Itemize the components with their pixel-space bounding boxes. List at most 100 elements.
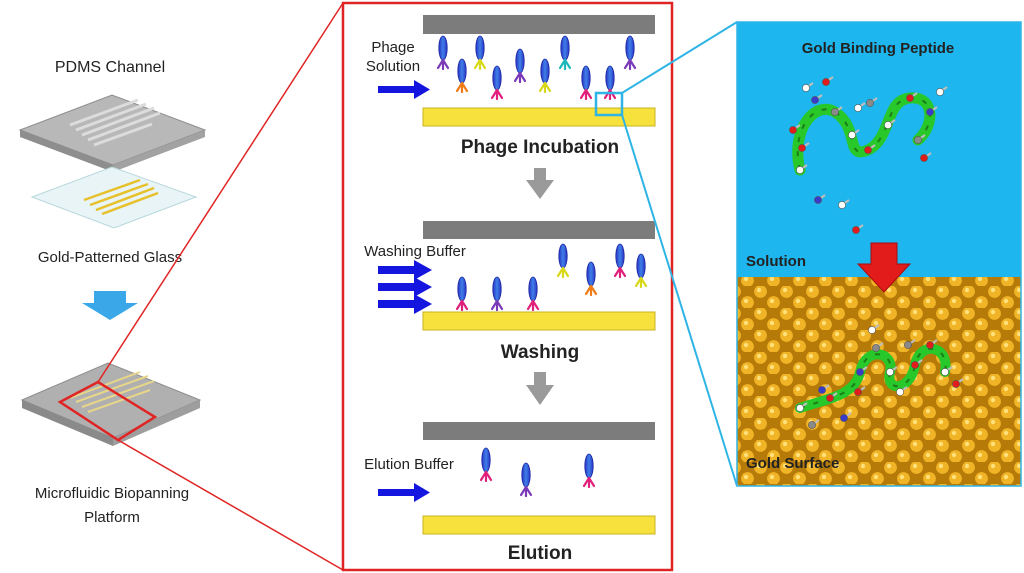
flow-arrow-icon	[378, 483, 430, 502]
gold-surface-region	[737, 277, 1021, 486]
gold-surface-label: Gold Surface	[746, 455, 839, 472]
atom-icon	[896, 386, 908, 396]
callout-line-bottom	[621, 114, 738, 487]
atom-icon	[822, 76, 834, 86]
atom-icon	[864, 144, 876, 154]
atom-icon	[952, 378, 964, 388]
atom-icon	[831, 106, 843, 116]
gold-patterned-glass	[30, 166, 198, 229]
atom-icon	[936, 86, 948, 96]
atom-icon	[840, 412, 852, 422]
phage-icon	[623, 35, 637, 71]
top-plate	[423, 15, 655, 34]
atom-icon	[920, 152, 932, 162]
atom-icon	[904, 339, 916, 349]
washing-buffer-label: Washing Buffer	[364, 243, 466, 260]
atom-icon	[818, 384, 830, 394]
atom-icon	[906, 92, 918, 102]
atom-icon	[789, 124, 801, 134]
phage-icon	[455, 58, 469, 94]
gold-glass-label: Gold-Patterned Glass	[38, 249, 182, 266]
atom-icon	[856, 366, 868, 376]
stage-washing: Washing Buffer Washing	[364, 221, 656, 363]
phage-icon	[455, 276, 469, 312]
phage-icon	[479, 447, 493, 483]
atom-icon	[826, 392, 838, 402]
pdms-channel-label: PDMS Channel	[55, 59, 165, 76]
phage-icon	[473, 35, 487, 71]
atom-icon	[872, 342, 884, 352]
atom-icon	[854, 102, 866, 112]
zoom-line-bottom	[117, 439, 344, 571]
phage-icon	[490, 65, 504, 101]
binding-arrow-icon	[856, 242, 912, 293]
phage-icon	[538, 58, 552, 94]
atom-icon	[926, 339, 938, 349]
phage-icon	[519, 462, 533, 498]
phage-icon	[556, 243, 570, 279]
top-plate	[423, 422, 655, 440]
phage-icon	[584, 261, 598, 297]
gold-substrate	[422, 515, 656, 535]
gold-electrode-pattern	[83, 178, 159, 216]
peptide-solution-model	[789, 76, 948, 234]
atom-icon	[798, 142, 810, 152]
gold-substrate	[422, 107, 656, 127]
gold-binding-peptide-title: Gold Binding Peptide	[802, 40, 955, 57]
atom-icon	[914, 134, 926, 144]
pdms-slab	[18, 94, 207, 172]
solution-region	[737, 22, 1021, 277]
assembly-arrow-icon	[82, 291, 138, 320]
left-panel: PDMS Channel Gold-Patterned Glass	[18, 59, 207, 526]
step-arrow-icon	[526, 168, 554, 199]
stage-elution: Elution Buffer Elution	[364, 422, 656, 564]
atom-icon	[884, 119, 896, 129]
atom-icon	[852, 224, 864, 234]
phage-icon	[558, 35, 572, 71]
washing-title: Washing	[501, 342, 579, 363]
peptide-surface-model	[795, 324, 964, 429]
phage-group	[479, 447, 596, 498]
phage-icon	[513, 48, 527, 84]
phage-group	[436, 35, 637, 101]
atom-icon	[814, 194, 826, 204]
atom-icon	[811, 94, 823, 104]
gold-substrate	[422, 311, 656, 331]
atom-icon	[848, 129, 860, 139]
phage-solution-label-1: Phage	[371, 39, 414, 56]
atom-icon	[796, 164, 808, 174]
phage-icon	[634, 253, 648, 289]
step-arrow-icon	[526, 372, 554, 405]
zoom-line-top	[97, 2, 344, 383]
atom-icon	[886, 366, 898, 376]
assembled-platform	[20, 362, 202, 446]
atom-icon	[941, 366, 953, 376]
right-panel: Gold Binding Peptide Solution Gold Surfa…	[736, 21, 1022, 487]
platform-label-line1: Microfluidic Biopanning	[35, 485, 189, 502]
flow-arrow-icon	[378, 80, 430, 99]
platform-label-line2: Platform	[84, 509, 140, 526]
phage-icon	[526, 276, 540, 312]
phage-icon	[603, 65, 617, 101]
phage-icon	[582, 453, 596, 489]
atom-icon	[796, 402, 808, 412]
zoom-callout-box	[594, 91, 624, 117]
atom-icon	[868, 324, 880, 334]
elution-buffer-label: Elution Buffer	[364, 456, 454, 473]
phage-group	[455, 243, 648, 312]
stage-incubation: Phage Solution Phage Incubation	[366, 15, 656, 158]
phage-icon	[436, 35, 450, 71]
phage-solution-label-2: Solution	[366, 58, 420, 75]
elution-title: Elution	[508, 543, 572, 564]
phage-icon	[490, 276, 504, 312]
atom-icon	[854, 386, 866, 396]
pdms-channel-pattern	[69, 98, 161, 147]
atom-icon	[866, 97, 878, 107]
atom-icon	[802, 82, 814, 92]
callout-line-top	[621, 21, 738, 94]
atom-icon	[926, 106, 938, 116]
solution-label: Solution	[746, 253, 806, 270]
top-plate	[423, 221, 655, 239]
wash-flow-arrows-icon	[378, 260, 432, 314]
